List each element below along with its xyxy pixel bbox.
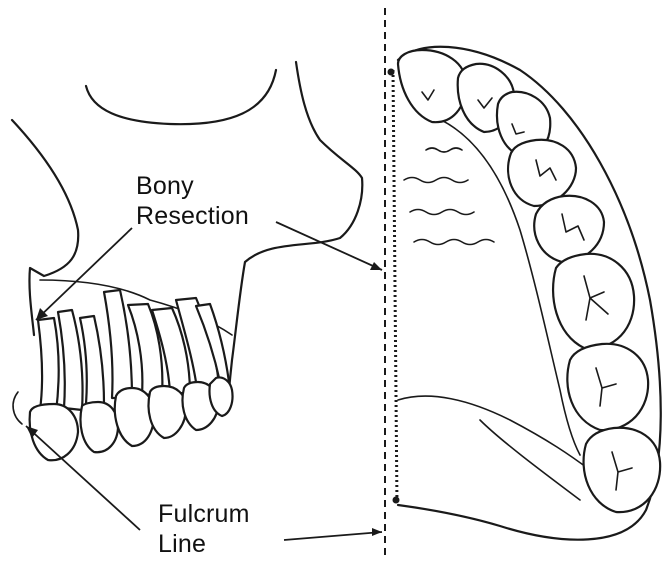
upper-tooth-2 xyxy=(58,310,83,410)
orbit-rim xyxy=(86,70,276,124)
fulcrum-label-line1: Fulcrum xyxy=(158,500,250,528)
resection-endpoint-top xyxy=(388,69,395,76)
occlusal-tooth-8 xyxy=(584,428,661,512)
crown-4 xyxy=(149,386,186,438)
fulcrum-arrow-left xyxy=(26,426,140,530)
anterior-maxilla-outline xyxy=(12,120,78,335)
palatal-view xyxy=(398,47,661,540)
ruga-2 xyxy=(404,178,468,183)
resection-endpoint-bottom xyxy=(393,497,400,504)
fulcrum-arrowhead-right xyxy=(372,528,382,536)
occlusal-tooth-5 xyxy=(534,196,604,262)
palate-posterior xyxy=(480,420,580,500)
occlusal-tooth-1 xyxy=(398,50,466,122)
fulcrum-arrow-right xyxy=(284,532,382,540)
ruga-3 xyxy=(410,210,474,215)
ruga-1 xyxy=(426,148,462,152)
incisor-ghost xyxy=(13,392,22,424)
bony-resection-label-line2: Resection xyxy=(136,202,249,230)
ruga-4 xyxy=(414,240,494,245)
lateral-maxilla xyxy=(12,62,362,460)
crown-2 xyxy=(81,402,119,452)
fulcrum-label-line2: Line xyxy=(158,530,206,558)
resection-wavy-edge xyxy=(393,70,397,505)
bony-resection-label-line1: Bony xyxy=(136,172,194,200)
upper-tooth-1 xyxy=(38,318,59,412)
zygoma-outline xyxy=(228,62,362,410)
